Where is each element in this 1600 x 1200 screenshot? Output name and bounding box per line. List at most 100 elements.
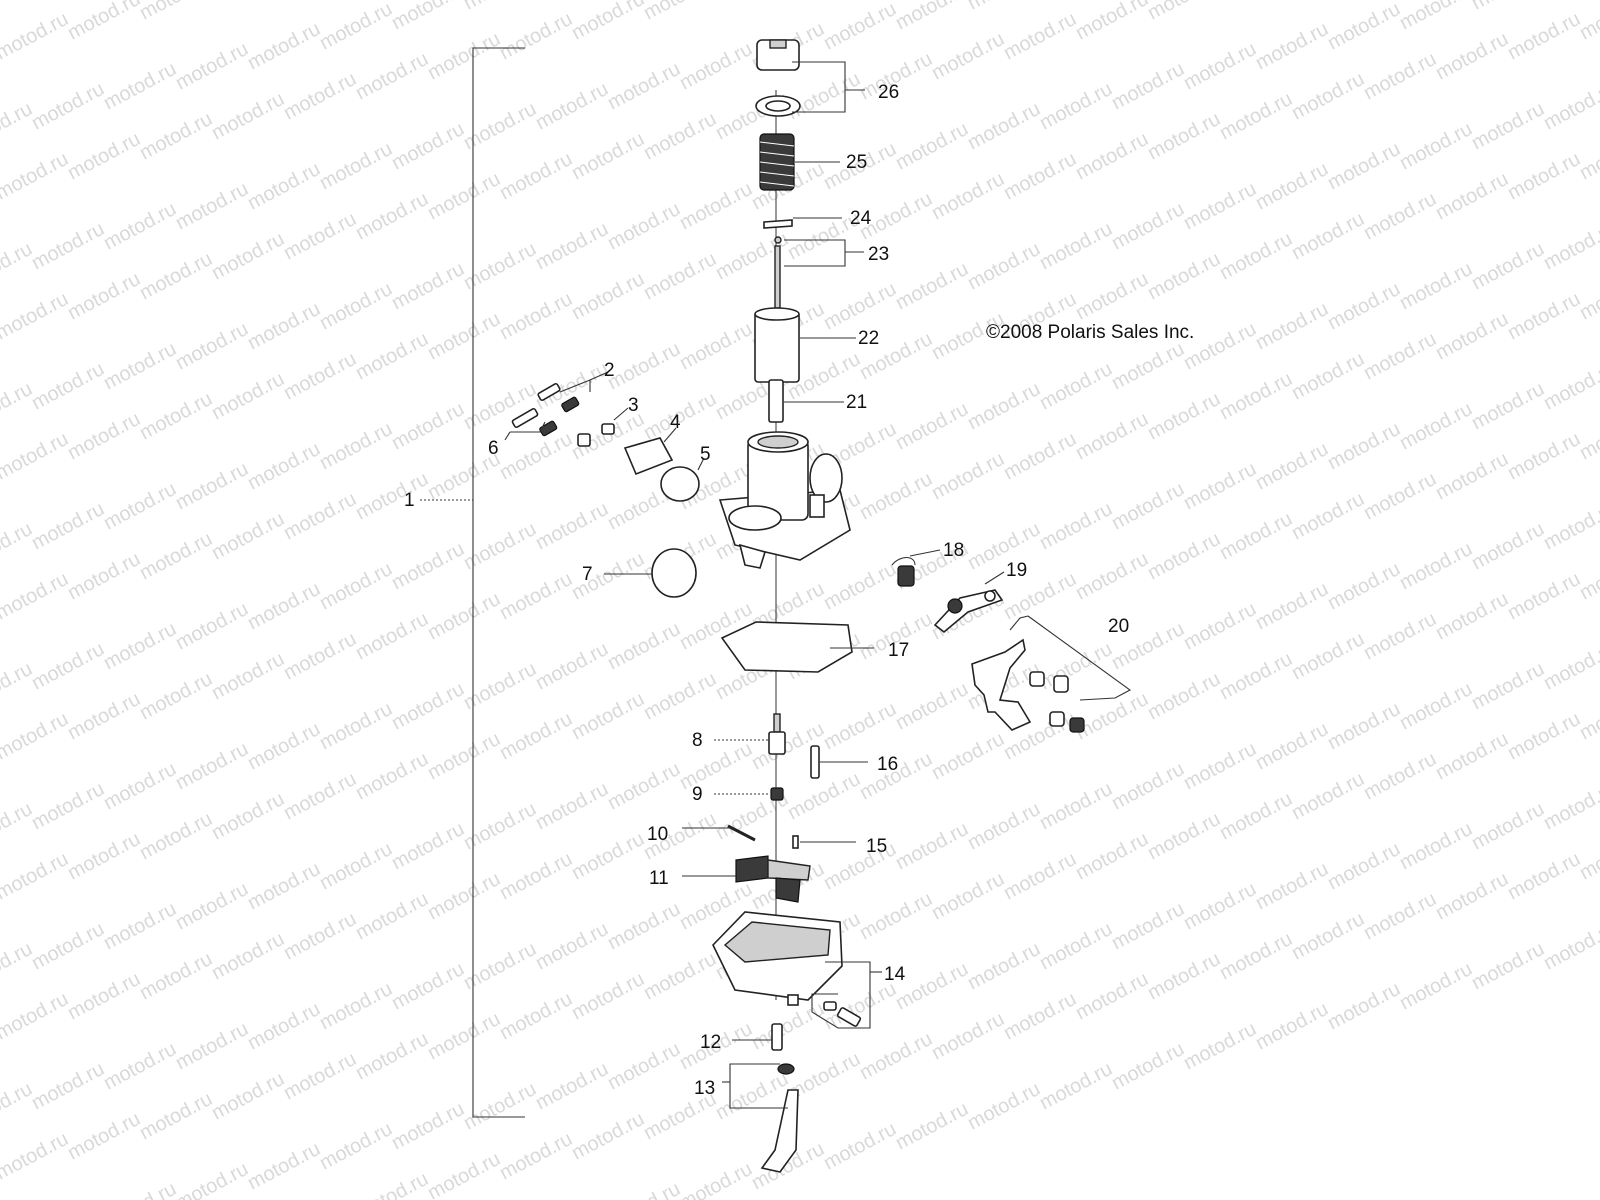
watermark-text: motod.ru [892, 398, 972, 454]
watermark-text: motod.ru [28, 778, 108, 834]
watermark-text: motod.ru [352, 468, 432, 524]
watermark-text: motod.ru [1468, 238, 1548, 294]
watermark-text: motod.ru [64, 828, 144, 884]
watermark-text: motod.ru [604, 338, 684, 394]
watermark-text: motod.ru [1108, 1038, 1188, 1094]
callout-26: 26 [878, 82, 899, 103]
watermark-text: motod.ru [496, 568, 576, 624]
watermark-text: motod.ru [1288, 488, 1368, 544]
watermark-text: motod.ru [1144, 808, 1224, 864]
watermark-text: motod.ru [1540, 218, 1600, 274]
watermark-text: motod.ru [640, 0, 720, 24]
watermark-text: motod.ru [496, 288, 576, 344]
watermark-text: motod.ru [460, 798, 540, 854]
watermark-text: motod.ru [964, 0, 1044, 14]
watermark-text: motod.ru [424, 588, 504, 644]
watermark-text: motod.ru [352, 888, 432, 944]
part-2-screw-spring [537, 382, 580, 413]
watermark-text: motod.ru [172, 38, 252, 94]
watermark-text: motod.ru [964, 1078, 1044, 1134]
watermark-text: motod.ru [1252, 998, 1332, 1054]
watermark-text: motod.ru [748, 998, 828, 1054]
watermark-text: motod.ru [1432, 448, 1512, 504]
watermark-text: motod.ru [1576, 268, 1600, 324]
part-8-jet-holder [768, 713, 786, 755]
watermark-text: motod.ru [1144, 948, 1224, 1004]
watermark-text: motod.ru [1468, 378, 1548, 434]
watermark-text: motod.ru [388, 958, 468, 1014]
watermark-text: motod.ru [964, 798, 1044, 854]
watermark-text: motod.ru [856, 1028, 936, 1084]
watermark-text: motod.ru [64, 548, 144, 604]
watermark-text: motod.ru [928, 168, 1008, 224]
watermark-text: motod.ru [604, 198, 684, 254]
callout-25: 25 [846, 152, 867, 173]
watermark-text: motod.ru [1504, 568, 1584, 624]
watermark-text: motod.ru [244, 18, 324, 74]
watermark-text: motod.ru [1252, 858, 1332, 914]
watermark-text: motod.ru [172, 1158, 252, 1200]
watermark-text: motod.ru [1360, 48, 1440, 104]
part-17-gasket [720, 621, 853, 673]
watermark-text: motod.ru [100, 618, 180, 674]
watermark-text: motod.ru [352, 188, 432, 244]
watermark-text: motod.ru [460, 0, 540, 14]
watermark-text: motod.ru [1036, 358, 1116, 414]
watermark-text: motod.ru [136, 808, 216, 864]
watermark-text: motod.ru [1036, 778, 1116, 834]
watermark-text: motod.ru [496, 1128, 576, 1184]
watermark-text: motod.ru [1144, 108, 1224, 164]
watermark-text: motod.ru [0, 708, 72, 764]
watermark-text: motod.ru [28, 358, 108, 414]
watermark-text: motod.ru [388, 258, 468, 314]
part-4-cover [623, 437, 674, 476]
part-22-slide [754, 307, 800, 383]
watermark-text: motod.ru [1468, 938, 1548, 994]
callout-10: 10 [647, 824, 668, 845]
watermark-text: motod.ru [532, 1058, 612, 1114]
watermark-text: motod.ru [0, 518, 36, 574]
watermark-text: motod.ru [1396, 398, 1476, 454]
watermark-text: motod.ru [568, 828, 648, 884]
part-5-oring [660, 466, 700, 502]
callout-19: 19 [1006, 560, 1027, 581]
part-19-lever [933, 589, 1004, 634]
watermark-text: motod.ru [1504, 428, 1584, 484]
watermark-text: motod.ru [0, 378, 36, 434]
part-21-needle-jet [768, 379, 784, 423]
watermark-text: motod.ru [316, 838, 396, 894]
watermark-text: motod.ru [388, 818, 468, 874]
watermark-text: motod.ru [568, 268, 648, 324]
watermark-text: motod.ru [352, 1168, 432, 1200]
callout-5: 5 [700, 444, 711, 465]
part-23-needle [774, 236, 782, 309]
watermark-text: motod.ru [1144, 248, 1224, 304]
watermark-text: motod.ru [0, 148, 72, 204]
watermark-text: motod.ru [784, 768, 864, 824]
watermark-text: motod.ru [0, 1078, 36, 1134]
watermark-text: motod.ru [1072, 548, 1152, 604]
watermark-text: motod.ru [316, 1118, 396, 1174]
watermark-text: motod.ru [1432, 308, 1512, 364]
watermark-text: motod.ru [352, 328, 432, 384]
watermark-text: motod.ru [1216, 648, 1296, 704]
watermark-text: motod.ru [280, 68, 360, 124]
watermark-text: motod.ru [820, 838, 900, 894]
watermark-text: motod.ru [208, 788, 288, 844]
watermark-text: motod.ru [856, 468, 936, 524]
watermark-text: motod.ru [244, 858, 324, 914]
watermark-text: motod.ru [532, 78, 612, 134]
watermark-text: motod.ru [1252, 578, 1332, 634]
watermark-text: motod.ru [1180, 878, 1260, 934]
watermark-text: motod.ru [928, 728, 1008, 784]
callout-18: 18 [943, 540, 964, 561]
watermark-text: motod.ru [496, 708, 576, 764]
callout-12: 12 [700, 1032, 721, 1053]
watermark-text: motod.ru [1288, 628, 1368, 684]
watermark-text: motod.ru [1396, 118, 1476, 174]
watermark-text: motod.ru [316, 0, 396, 54]
watermark-text: motod.ru [424, 1008, 504, 1064]
watermark-text: motod.ru [316, 558, 396, 614]
watermark-text: motod.ru [1468, 98, 1548, 154]
